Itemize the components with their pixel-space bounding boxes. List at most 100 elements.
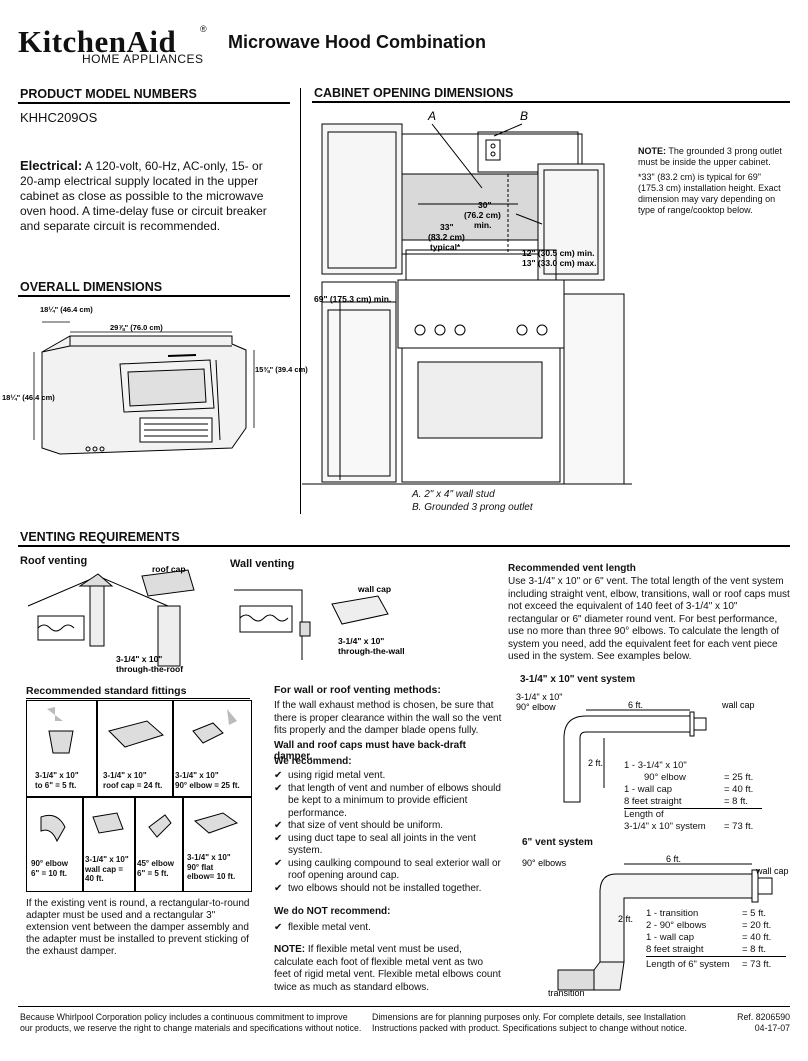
dim-33-cm: (83.2 cm): [428, 232, 465, 242]
registered-mark: ®: [200, 24, 207, 34]
cabinet-illustration: A B 30" (76.2 cm) min. 33" (83.2 cm) typ…: [302, 109, 632, 485]
roof-cap-icon: [108, 720, 164, 748]
flex-note-text: If flexible metal vent must be used, cal…: [274, 944, 501, 993]
fitting-2: 3-1/4" x 10"roof cap = 24 ft.: [96, 700, 174, 798]
height-left-dim: 18¼" (46.4 cm): [2, 393, 55, 402]
height-right-dim: 15⅜" (39.4 cm): [255, 365, 308, 374]
wall-venting-illustration: wall cap 3-1/4" x 10" through-the-wall: [234, 584, 405, 660]
footer-rule: [18, 1006, 790, 1007]
recommend-title: We recommend:: [274, 756, 352, 767]
flex-note: NOTE: If flexible metal vent must be use…: [274, 944, 502, 994]
sys2-transition: transition: [548, 988, 585, 998]
roof-cap-label: roof cap: [152, 564, 186, 574]
sys1-elbow-label2: 90° elbow: [516, 702, 556, 712]
sys2-title: 6" vent system: [522, 837, 593, 848]
wall-venting-title: Wall venting: [230, 558, 295, 570]
wall-cap-label: wall cap: [357, 584, 391, 594]
not-recommend-item: ✔flexible metal vent.: [274, 922, 371, 933]
sys2-diagram: 90° elbows 6 ft. wall cap 2 ft. transiti…: [522, 854, 789, 998]
recommend-item: ✔two elbows should not be installed toge…: [274, 882, 482, 894]
footer-left: Because Whirlpool Corporation policy inc…: [20, 1012, 362, 1033]
dim-30: 30": [478, 200, 492, 210]
round-elbow-icon: [40, 814, 66, 843]
product-heading: PRODUCT MODEL NUMBERS: [20, 87, 197, 101]
cabinet-note-text: The grounded 3 prong outlet must be insi…: [638, 146, 782, 167]
roof-venting-title: Roof venting: [20, 555, 88, 567]
brand-subtitle: HOME APPLIANCES: [82, 52, 204, 66]
roof-vent-size: 3-1/4" x 10": [116, 654, 162, 664]
electrical-label: Electrical:: [20, 158, 83, 173]
electrical-block: Electrical: A 120-volt, 60-Hz, AC-only, …: [20, 158, 282, 234]
label-a: A: [427, 109, 436, 123]
sys2-row: Length of 6" system= 73 ft.: [646, 959, 772, 970]
venting-heading: VENTING REQUIREMENTS: [20, 530, 180, 544]
recommend-list: ✔using rigid metal vent. ✔that length of…: [274, 770, 502, 895]
elbow-45-icon: [148, 814, 172, 838]
electrical-text: A 120-volt, 60-Hz, AC-only, 15- or 20-am…: [20, 159, 267, 233]
flex-note-label: NOTE:: [274, 944, 306, 955]
sys2-row: 2 - 90° elbows= 20 ft.: [646, 920, 772, 931]
sys2-table: 1 - transition= 5 ft. 2 - 90° elbows= 20…: [646, 908, 792, 973]
cabinet-note2: *33" (83.2 cm) is typical for 69" (175.3…: [638, 172, 781, 215]
fitting-5: 3-1/4" x 10"wall cap =40 ft.: [82, 796, 136, 892]
cabinet-note-label: NOTE:: [638, 146, 666, 156]
dim-30-cm: (76.2 cm): [464, 210, 501, 220]
sys2-row: 8 feet straight= 8 ft.: [646, 944, 786, 957]
legend-b: B. Grounded 3 prong outlet: [412, 502, 533, 513]
sys1-row: Length of: [624, 809, 664, 820]
overall-rule: [18, 295, 290, 297]
fitting-2-label: 3-1/4" x 10"roof cap = 24 ft.: [103, 771, 163, 790]
sys1-elbow-label1: 3-1/4" x 10": [516, 692, 562, 702]
depth-dim: 18¼" (46.4 cm): [40, 305, 93, 314]
wall-cap-icon: [92, 812, 124, 834]
elbow-90-icon: [192, 709, 237, 744]
recommend-item: ✔using duct tape to seal all joints in t…: [274, 832, 476, 857]
dim-13: 13" (33.0 cm) max.: [522, 258, 596, 268]
methods-title: For wall or roof venting methods:: [274, 684, 441, 696]
sys2-row: 1 - wall cap= 40 ft.: [646, 932, 772, 943]
legend-a: A. 2" x 4" wall stud: [412, 489, 495, 500]
sys1-wall-cap: wall cap: [721, 700, 755, 710]
sys1-table: 1 - 3-1/4" x 10" 90° elbow= 25 ft. 1 - w…: [624, 760, 784, 833]
dim-33-typ: typical*: [430, 242, 461, 252]
sys1-six-ft: 6 ft.: [628, 700, 643, 710]
roof-vent-type: through-the-roof: [116, 664, 183, 674]
wall-vent-type: through-the-wall: [338, 646, 405, 656]
footer-middle: Dimensions are for planning purposes onl…: [372, 1012, 687, 1033]
not-recommend-title: We do NOT recommend:: [274, 906, 391, 917]
venting-rule: [18, 545, 790, 547]
width-dim: 29⅞" (76.0 cm): [110, 323, 163, 332]
flat-elbow-icon: [193, 812, 239, 834]
label-b: B: [520, 109, 528, 123]
fitting-1: 3-1/4" x 10"to 6" = 5 ft.: [26, 700, 98, 798]
length-text: Use 3-1/4" x 10" or 6" vent. The total l…: [508, 576, 790, 662]
sys1-row: 1 - 3-1/4" x 10": [624, 760, 687, 771]
methods-text: If the wall exhaust method is chosen, be…: [274, 700, 502, 736]
roof-venting-illustration: roof cap 3-1/4" x 10" through-the-roof: [27, 564, 195, 674]
dim-69: 69" (175.3 cm) min.: [314, 294, 391, 304]
length-title: Recommended vent length: [508, 563, 636, 574]
sys1-row: 1 - wall cap= 40 ft.: [624, 784, 754, 795]
dim-12: 12" (30.5 cm) min.: [522, 248, 595, 258]
recommend-item: ✔that length of vent and number of elbow…: [274, 782, 501, 819]
sys2-row: 1 - transition= 5 ft.: [646, 908, 767, 919]
sys1-title: 3-1/4" x 10" vent system: [520, 674, 636, 685]
column-divider: [300, 88, 301, 514]
wall-vent-size: 3-1/4" x 10": [338, 636, 384, 646]
sys1-two-ft: 2 ft.: [588, 758, 603, 768]
overall-heading: OVERALL DIMENSIONS: [20, 280, 163, 294]
fittings-title: Recommended standard fittings: [26, 685, 187, 697]
fitting-5-label: 3-1/4" x 10"wall cap =40 ft.: [85, 855, 129, 883]
not-recommend-list: ✔flexible metal vent.: [274, 922, 502, 935]
cabinet-rule: [312, 101, 790, 103]
microwave-illustration: 18¼" (46.4 cm) 29⅞" (76.0 cm) 15⅜" (39.4…: [2, 305, 308, 455]
fitting-3-label: 3-1/4" x 10"90° elbow = 25 ft.: [175, 771, 240, 790]
recommend-item: ✔using rigid metal vent.: [274, 770, 386, 781]
sys2-wall-cap: wall cap: [755, 866, 789, 876]
product-rule: [18, 102, 290, 104]
